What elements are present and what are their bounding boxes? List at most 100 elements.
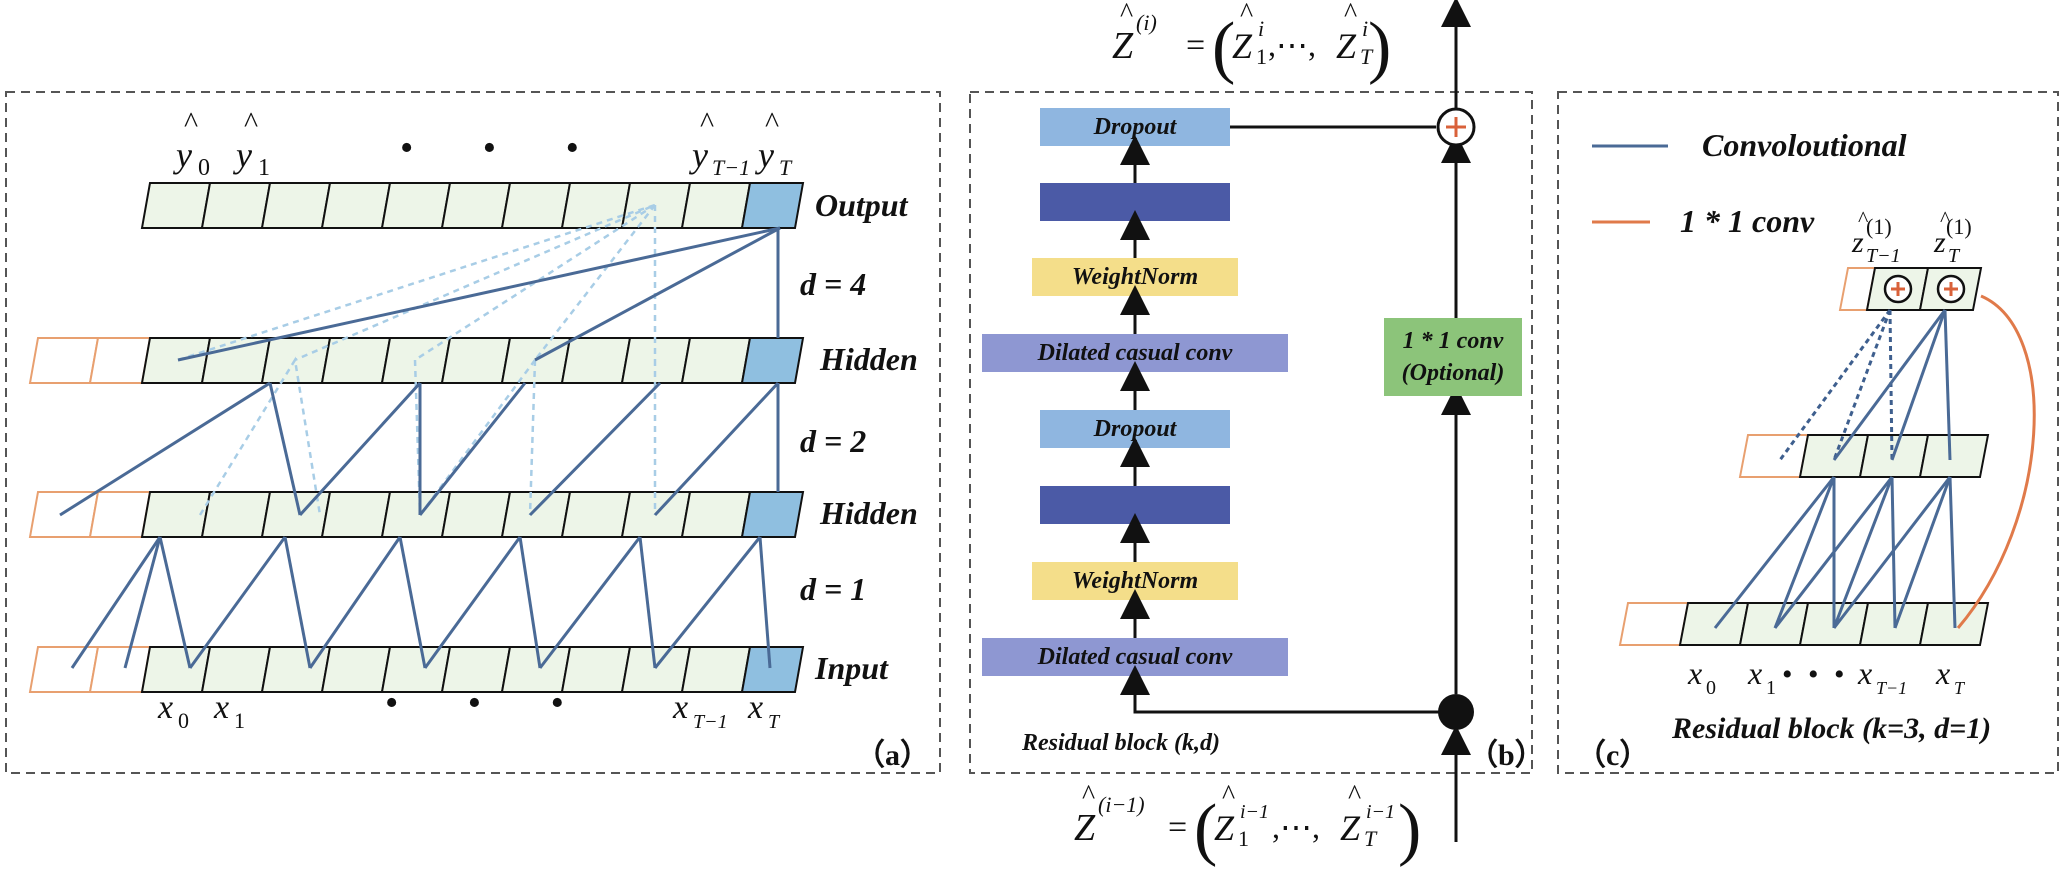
residual-path: 1 * 1 conv (Optional)	[1230, 0, 1522, 842]
output-ellipsis: • • •	[400, 127, 609, 169]
solid-connections	[59, 226, 781, 669]
svg-text:1: 1	[1238, 826, 1249, 851]
panel-c: Convoloutional 1 * 1 conv ^ z T−1 (1) ^ …	[1557, 91, 2059, 774]
svg-text:^: ^	[1222, 780, 1235, 811]
top-z-labels: ^ z T−1 (1) ^ z T (1)	[1851, 206, 1972, 267]
svg-text:^: ^	[1344, 0, 1357, 29]
svg-text:Z: Z	[1336, 26, 1357, 66]
connections-c-bottom	[1713, 476, 1957, 629]
svg-text:WeightNorm: WeightNorm	[1072, 568, 1198, 594]
svg-text:x: x	[1935, 655, 1950, 691]
dilation-d2: d = 2	[800, 423, 866, 459]
input-labels-c: x 0 x 1 • • • x T−1 x T	[1687, 655, 1966, 699]
svg-text:Z: Z	[1232, 26, 1253, 66]
svg-text:T−1: T−1	[1866, 245, 1901, 267]
svg-text:^: ^	[1348, 780, 1361, 811]
svg-text:,⋯,: ,⋯,	[1268, 27, 1316, 63]
panel-c-caption: Residual block (k=3, d=1)	[1671, 712, 1991, 745]
legend-1x1-label: 1 * 1 conv	[1680, 203, 1815, 239]
svg-text:(: (	[1212, 9, 1235, 86]
svg-text:(i): (i)	[1136, 10, 1157, 35]
svg-text:x: x	[1857, 655, 1872, 691]
svg-text:(Optional): (Optional)	[1402, 360, 1505, 386]
svg-text:^: ^	[1858, 206, 1869, 231]
svg-text:Z: Z	[1340, 808, 1361, 848]
svg-text:i: i	[1362, 16, 1368, 41]
label-x1: x	[213, 689, 229, 726]
svg-text:WeightNorm: WeightNorm	[1072, 264, 1198, 290]
skip-1x1-connection	[1956, 294, 2036, 629]
input-labels: x 0 x 1 • • • x T−1 x T	[157, 682, 781, 733]
svg-text:0: 0	[1706, 677, 1716, 699]
svg-text:^: ^	[1240, 0, 1253, 29]
svg-text:i−1: i−1	[1240, 801, 1269, 823]
svg-text:1: 1	[234, 708, 245, 733]
svg-text:T: T	[1954, 678, 1966, 698]
activation-block-bottom	[1040, 486, 1230, 524]
svg-text:0: 0	[198, 155, 210, 181]
svg-text:i: i	[1258, 16, 1264, 41]
svg-text:(i−1): (i−1)	[1098, 792, 1145, 817]
label-yT-1: y	[689, 135, 708, 175]
hidden-layer-bottom	[28, 491, 805, 538]
svg-text:T: T	[1364, 826, 1378, 851]
svg-text:T−1: T−1	[693, 711, 728, 733]
svg-text:Z: Z	[1112, 25, 1134, 67]
svg-text:1: 1	[1256, 44, 1267, 69]
layer-label-input: Input	[814, 650, 889, 686]
dilation-d1: d = 1	[800, 571, 866, 607]
svg-text:^: ^	[1082, 780, 1095, 811]
legend: Convoloutional 1 * 1 conv	[1592, 127, 1907, 239]
hat-mark: ^	[700, 106, 714, 139]
panel-a-border	[5, 91, 941, 774]
label-xT-1: x	[672, 689, 688, 726]
svg-text:i−1: i−1	[1366, 801, 1395, 823]
svg-text:Z: Z	[1214, 808, 1235, 848]
svg-text:^: ^	[1120, 0, 1133, 29]
svg-text:x: x	[1687, 655, 1702, 691]
svg-text:1: 1	[258, 155, 270, 181]
svg-text:^: ^	[1940, 206, 1951, 231]
svg-text:z: z	[1851, 226, 1864, 259]
svg-text:=: =	[1168, 809, 1187, 846]
residual-block-caption: Residual block (k,d)	[1021, 730, 1220, 756]
panel-c-border	[1557, 91, 2059, 774]
svg-text:): )	[1398, 791, 1421, 868]
svg-text:Dilated casual conv: Dilated casual conv	[1037, 644, 1233, 670]
dilation-d4: d = 4	[800, 266, 866, 302]
layer-label-hidden-bottom: Hidden	[819, 495, 918, 531]
optional-1x1-conv-block	[1384, 318, 1522, 396]
legend-conv-label: Convoloutional	[1702, 127, 1907, 163]
svg-text:Dropout: Dropout	[1093, 114, 1178, 140]
svg-text:T: T	[779, 155, 793, 180]
output-layer	[140, 182, 805, 229]
svg-text:T−1: T−1	[712, 155, 750, 180]
svg-text:Dilated casual conv: Dilated casual conv	[1037, 340, 1233, 366]
svg-text:,⋯,: ,⋯,	[1272, 809, 1320, 845]
svg-text:(: (	[1194, 791, 1217, 868]
hat-mark: ^	[765, 106, 779, 139]
label-y1: y	[233, 135, 252, 175]
label-xT: x	[747, 689, 763, 726]
svg-text:• • •: • • •	[1782, 658, 1849, 691]
layer-label-hidden-top: Hidden	[819, 341, 918, 377]
panel-a: ^ y 0 ^ y 1 • • • ^ y T−1 ^ y T x 0 x 1 …	[5, 91, 941, 774]
panel-b-border	[969, 91, 1533, 774]
output-labels: ^ y 0 ^ y 1 • • • ^ y T−1 ^ y T	[173, 106, 793, 181]
svg-text:0: 0	[178, 708, 189, 733]
input-layer	[28, 646, 805, 693]
svg-text:T: T	[1360, 44, 1374, 69]
hat-mark: ^	[244, 106, 258, 139]
svg-text:T: T	[1948, 245, 1961, 267]
label-y0: y	[173, 135, 192, 175]
input-ellipsis: • • •	[385, 682, 594, 724]
svg-text:(1): (1)	[1866, 214, 1892, 239]
panel-b: ^ Z (i) = ( ^ Z 1 i ,⋯, ^ Z T i ) Dropou…	[969, 0, 1545, 868]
svg-text:T: T	[768, 711, 781, 733]
split-node	[1438, 694, 1474, 730]
hidden-layer-top	[28, 337, 805, 384]
svg-text:1: 1	[1766, 677, 1776, 699]
bottom-formula: ^ Z (i−1) = ( ^ Z 1 i−1 ,⋯, ^ Z T i−1 )	[1074, 780, 1421, 868]
panel-b-label: （b）	[1468, 738, 1545, 772]
